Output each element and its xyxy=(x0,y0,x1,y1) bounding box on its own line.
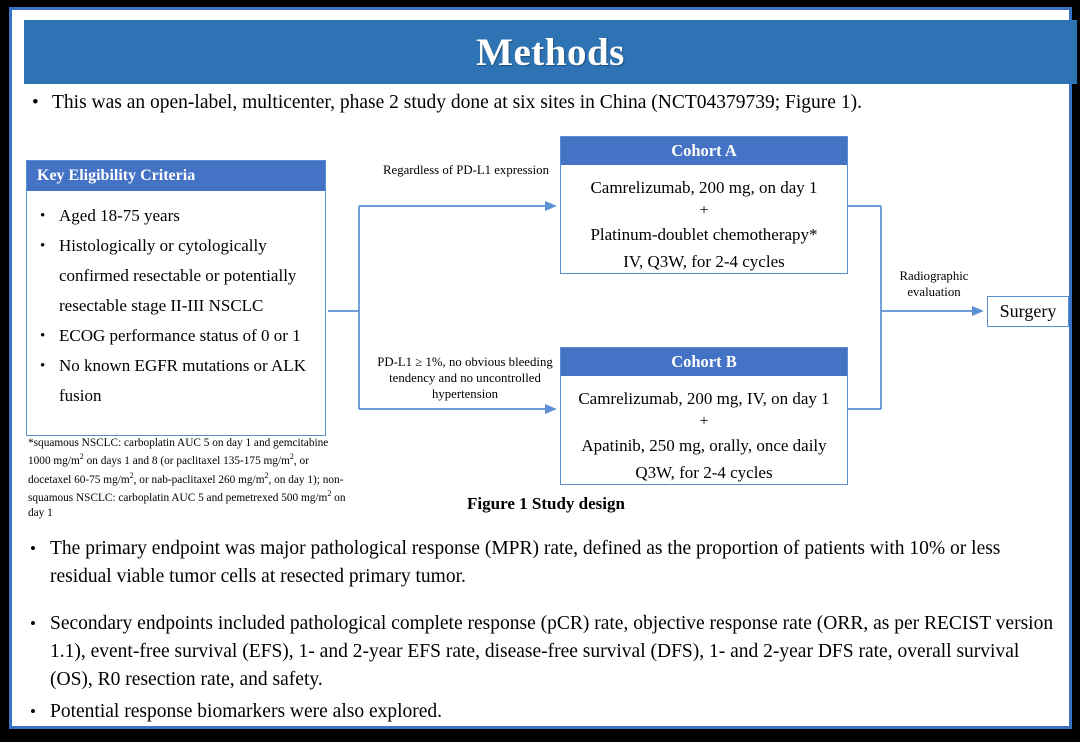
cohort-b-box: Cohort B Camrelizumab, 200 mg, IV, on da… xyxy=(560,347,848,485)
eligibility-criteria-box: Key Eligibility Criteria Aged 18-75 year… xyxy=(26,160,326,436)
connector-label-pdl1: PD-L1 ≥ 1%, no obvious bleeding tendency… xyxy=(377,355,553,401)
chemotherapy-footnote: *squamous NSCLC: carboplatin AUC 5 on da… xyxy=(28,436,350,520)
cohort-a-body: Camrelizumab, 200 mg, on day 1 + Platinu… xyxy=(561,165,847,284)
cohort-b-header: Cohort B xyxy=(561,348,847,376)
bullet-marker: • xyxy=(32,92,39,113)
endpoint-bullet-row-3: • Potential response biomarkers were als… xyxy=(26,698,826,726)
study-design-diagram: Key Eligibility Criteria Aged 18-75 year… xyxy=(12,10,1080,742)
bullet-marker: • xyxy=(30,702,36,721)
endpoint-text-biomarkers: Potential response biomarkers were also … xyxy=(50,701,443,722)
cohort-b-line-3: Q3W, for 2-4 cycles xyxy=(635,463,773,482)
list-item: No known EGFR mutations or ALK fusion xyxy=(35,351,315,411)
cohort-a-line-1: Camrelizumab, 200 mg, on day 1 xyxy=(590,178,818,197)
cohort-b-line-2: Apatinib, 250 mg, orally, once daily xyxy=(581,436,827,455)
surgery-box: Surgery xyxy=(987,296,1069,327)
endpoint-text-secondary: Secondary endpoints included pathologica… xyxy=(50,613,1054,690)
cohort-a-box: Cohort A Camrelizumab, 200 mg, on day 1 … xyxy=(560,136,848,274)
surgery-label: Surgery xyxy=(999,301,1057,321)
endpoint-bullet-row-2: • Secondary endpoints included pathologi… xyxy=(26,610,1064,694)
cohort-b-line-1: Camrelizumab, 200 mg, IV, on day 1 xyxy=(578,389,830,408)
figure-caption: Figure 1 Study design xyxy=(12,494,1080,514)
cohort-a-plus: + xyxy=(699,202,709,219)
list-item: ECOG performance status of 0 or 1 xyxy=(35,321,315,351)
page-title: Methods xyxy=(476,30,625,74)
slide-title-bar: Methods xyxy=(24,20,1077,84)
diagram-connectors xyxy=(328,200,984,415)
cohort-a-line-3: IV, Q3W, for 2-4 cycles xyxy=(623,252,785,271)
connector-label-radiographic: Radiographic evaluation xyxy=(899,269,969,299)
bullet-marker: • xyxy=(30,614,36,633)
bullet-marker: • xyxy=(30,539,36,558)
intro-bullet-row: • This was an open-label, multicenter, p… xyxy=(28,89,1068,116)
intro-bullet-text: This was an open-label, multicenter, pha… xyxy=(52,92,862,113)
connector-label-regardless: Regardless of PD-L1 expression xyxy=(383,163,549,177)
endpoint-bullet-row-1: • The primary endpoint was major patholo… xyxy=(26,535,1061,591)
slide-content-frame: Methods • This was an open-label, multic… xyxy=(9,7,1077,729)
eligibility-criteria-list: Aged 18-75 years Histologically or cytol… xyxy=(27,191,325,411)
footnote-text: *squamous NSCLC: carboplatin AUC 5 on da… xyxy=(28,437,346,519)
list-item: Aged 18-75 years xyxy=(35,201,315,231)
eligibility-header: Key Eligibility Criteria xyxy=(27,161,325,191)
cohort-b-plus: + xyxy=(699,413,709,430)
endpoint-text-primary: The primary endpoint was major pathologi… xyxy=(50,538,1001,587)
cohort-a-line-2: Platinum-doublet chemotherapy* xyxy=(590,225,818,244)
cohort-a-header: Cohort A xyxy=(561,137,847,165)
figure-caption-text: Figure 1 Study design xyxy=(467,494,625,513)
list-item: Histologically or cytologically confirme… xyxy=(35,231,315,321)
cohort-b-body: Camrelizumab, 200 mg, IV, on day 1 + Apa… xyxy=(561,376,847,495)
